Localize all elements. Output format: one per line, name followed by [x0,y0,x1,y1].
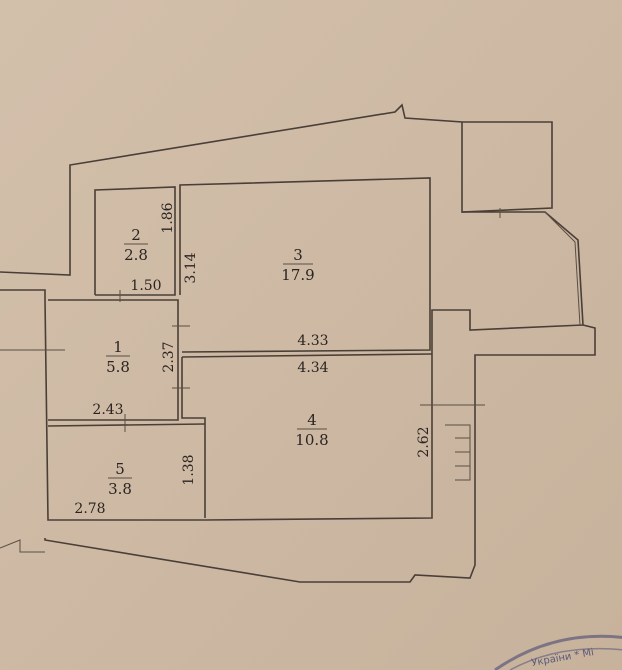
room-5-number: 5 [115,460,125,478]
dim-corridor-length: 2.62 [416,426,432,457]
dimension-labels: 1.86 1.50 3.14 4.33 4.34 2.37 2.43 1.38 … [74,202,432,517]
room-5-area: 3.8 [108,480,132,498]
dim-room1-width: 2.43 [92,402,123,418]
room-labels: 1 5.8 2 2.8 3 17.9 4 10.8 5 3.8 [106,226,329,498]
dim-room5-width: 2.78 [74,501,105,517]
dim-room5-height: 1.38 [181,454,197,485]
room-1-number: 1 [113,338,123,356]
dim-room4-width: 4.34 [297,360,328,376]
interior-walls [0,177,501,518]
room-4-area: 10.8 [295,431,328,449]
dim-room2-width: 1.50 [130,278,161,294]
dim-room3-width: 4.33 [297,333,328,349]
room-3-area: 17.9 [281,266,314,284]
dim-room1-height: 2.37 [161,341,177,372]
dim-room2-height: 1.86 [160,202,176,233]
dim-room3-height: 3.14 [183,252,199,283]
room-4-number: 4 [307,411,317,429]
room-2-number: 2 [131,226,141,244]
outer-walls [0,103,596,583]
room-1-area: 5.8 [106,358,130,376]
room-3-number: 3 [293,246,303,264]
room-2-area: 2.8 [124,246,148,264]
